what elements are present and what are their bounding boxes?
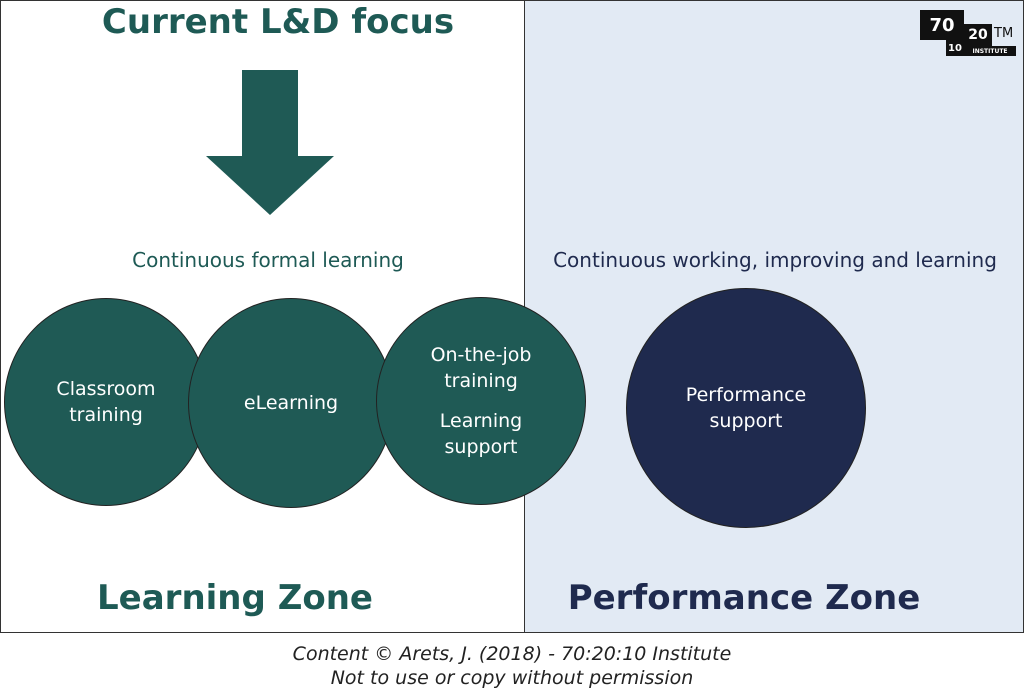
- diagram-frame: Current L&D focus Continuous formal lear…: [0, 0, 1024, 633]
- logo-20: 20: [964, 24, 992, 46]
- circle-label: Learning: [439, 410, 523, 432]
- circle-label: training: [69, 404, 143, 426]
- circle-label: support: [709, 410, 783, 432]
- logo-tm: TM: [994, 26, 1014, 41]
- performance-zone-label: Performance Zone: [567, 578, 921, 618]
- circle-on-the-job-training: On-the-job training Learning support: [376, 297, 586, 505]
- institute-logo: 70 10 20 INSTITUTE TM: [920, 10, 1016, 58]
- footer-permission: Not to use or copy without permission: [330, 667, 694, 689]
- down-arrow-icon: [206, 70, 334, 215]
- circle-label: Performance: [685, 384, 807, 406]
- circle-elearning: eLearning: [188, 298, 394, 508]
- circle-label: Classroom: [56, 378, 156, 400]
- circle-label: training: [444, 370, 518, 392]
- logo-10: 10: [946, 40, 964, 56]
- circle-label: eLearning: [243, 392, 339, 414]
- circle-label: On-the-job: [430, 344, 532, 366]
- learning-zone-label: Learning Zone: [97, 578, 373, 618]
- circle-classroom-training: Classroom training: [4, 298, 208, 506]
- logo-70: 70: [920, 10, 964, 40]
- learning-zone-subtitle: Continuous formal learning: [132, 248, 404, 272]
- footer-copyright: Content © Arets, J. (2018) - 70:20:10 In…: [292, 643, 732, 665]
- performance-zone-subtitle: Continuous working, improving and learni…: [553, 248, 997, 272]
- diagram-title: Current L&D focus: [101, 2, 455, 42]
- logo-institute: INSTITUTE: [964, 46, 1016, 56]
- circle-label: support: [444, 436, 518, 458]
- circle-performance-support: Performance support: [626, 288, 866, 528]
